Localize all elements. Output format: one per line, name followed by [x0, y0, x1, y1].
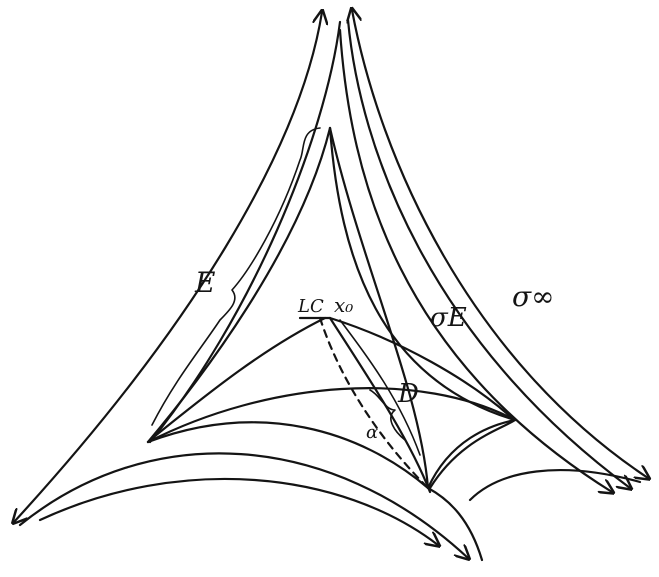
outer-right-edge	[352, 10, 648, 478]
inner-right	[328, 316, 514, 420]
outer-boundary-curves	[14, 10, 648, 558]
e-base-right	[426, 418, 517, 490]
sigma-e-right-inner	[338, 28, 612, 492]
e-inner-ridge	[328, 126, 517, 422]
inner-simplex	[148, 316, 514, 494]
flap-upper	[428, 418, 517, 490]
label-lc: LC	[297, 296, 324, 317]
inner-parallel	[339, 319, 421, 456]
label-alpha: α	[366, 422, 378, 443]
inner-solid-to-bottom	[328, 316, 432, 494]
flap-lower	[468, 469, 642, 502]
sigma-e-right	[346, 18, 630, 488]
label-sigma-inf: σ∞	[512, 280, 554, 313]
e-bracket	[151, 127, 321, 426]
flap-down	[426, 486, 484, 562]
inner-left	[148, 316, 327, 442]
e-left-ridge	[146, 126, 332, 444]
outer-bottom-edge	[18, 452, 468, 558]
bottom-right-flap	[426, 418, 642, 562]
label-e: E	[194, 266, 215, 299]
e-base-front	[146, 421, 430, 490]
e-base-back	[146, 387, 517, 444]
d-brace	[369, 389, 406, 441]
label-d: D	[397, 379, 419, 409]
label-sigma-e: σE	[430, 303, 467, 333]
e-region	[146, 126, 517, 490]
outer-bottom-edge-2	[38, 477, 438, 545]
outer-left-edge	[14, 12, 322, 522]
e-right-ridge	[328, 126, 430, 490]
label-x0: x₀	[334, 293, 353, 317]
sigma-e-curves	[148, 18, 630, 492]
